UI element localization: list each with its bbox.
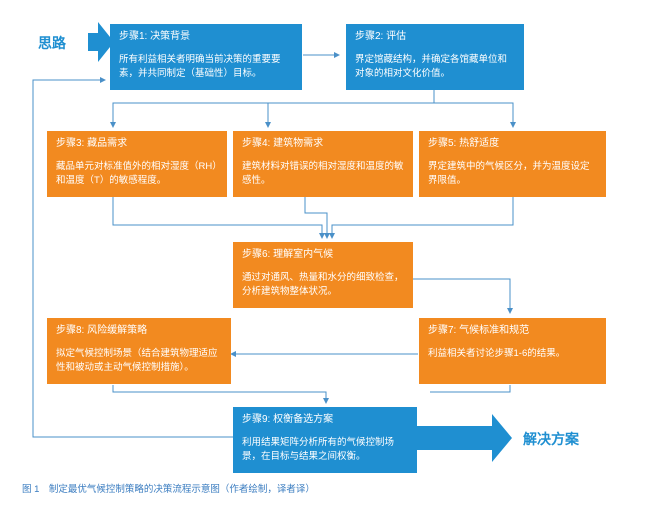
step-8-desc: 拟定气候控制场景（结合建筑物理适应性和被动或主动气候控制措施）。 <box>56 348 218 373</box>
arrow-2-4 <box>265 90 435 128</box>
figure-caption: 图 1 制定最优气候控制策略的决策流程示意图（作者绘制，译者译） <box>22 484 315 495</box>
step-2-box: 步骤2: 评估 界定馆藏结构，并确定各馆藏单位和对象的相对文化价值。 <box>346 24 524 90</box>
step-1-box: 步骤1: 决策背景 所有利益相关者明确当前决策的重要要素，并共同制定（基础性）目… <box>110 24 302 90</box>
step-7-desc: 利益相关者讨论步骤1-6的结果。 <box>428 348 566 359</box>
end-big-arrow <box>417 414 512 462</box>
arrow-5-6 <box>329 197 514 239</box>
step-9-box: 步骤9: 权衡备选方案 利用结果矩阵分析所有的气候控制场景，在目标与结果之间权衡… <box>233 407 417 473</box>
feedback-loop <box>430 385 511 393</box>
arrow-4-6 <box>304 197 330 239</box>
step-1-desc: 所有利益相关者明确当前决策的重要要素，并共同制定（基础性）目标。 <box>119 54 281 79</box>
end-label: 解决方案 <box>523 431 579 447</box>
step-4-box: 步骤4: 建筑物需求 建筑材料对错误的相对湿度和温度的敏感性。 <box>233 131 413 197</box>
step-6-box: 步骤6: 理解室内气候 通过对通风、热量和水分的细致检查，分析建筑物整体状况。 <box>233 242 413 308</box>
step-5-title: 步骤5: 热舒适度 <box>428 138 500 149</box>
step-9-title: 步骤9: 权衡备选方案 <box>242 414 334 425</box>
step-6-title: 步骤6: 理解室内气候 <box>242 249 334 260</box>
step-6-desc: 通过对通风、热量和水分的细致检查，分析建筑物整体状况。 <box>242 272 404 297</box>
arrow-3-6 <box>112 197 325 239</box>
step-8-title: 步骤8: 风险缓解策略 <box>56 325 148 336</box>
step-8-box: 步骤8: 风险缓解策略 拟定气候控制场景（结合建筑物理适应性和被动或主动气候控制… <box>47 318 231 384</box>
step-5-desc: 界定建筑中的气候区分，并为温度设定界限值。 <box>428 161 590 186</box>
step-2-desc: 界定馆藏结构，并确定各馆藏单位和对象的相对文化价值。 <box>355 54 508 79</box>
step-1-title: 步骤1: 决策背景 <box>119 31 191 42</box>
start-big-arrow <box>88 22 114 62</box>
step-3-box: 步骤3: 藏品需求 藏品单元对标准值外的相对湿度（RH）和温度（T）的敏感程度。 <box>47 131 227 197</box>
step-7-box: 步骤7: 气候标准和规范 利益相关者讨论步骤1-6的结果。 <box>419 318 606 384</box>
arrow-6-7 <box>413 278 513 314</box>
step-4-desc: 建筑材料对错误的相对湿度和温度的敏感性。 <box>242 161 404 186</box>
step-4-title: 步骤4: 建筑物需求 <box>242 138 324 149</box>
arrow-2-5 <box>433 90 516 128</box>
step-2-title: 步骤2: 评估 <box>355 31 407 42</box>
start-label: 思路 <box>38 35 66 51</box>
step-7-title: 步骤7: 气候标准和规范 <box>428 325 530 336</box>
step-3-title: 步骤3: 藏品需求 <box>56 138 128 149</box>
step-9-desc: 利用结果矩阵分析所有的气候控制场景，在目标与结果之间权衡。 <box>242 437 395 462</box>
return-loop <box>32 77 233 438</box>
step-5-box: 步骤5: 热舒适度 界定建筑中的气候区分，并为温度设定界限值。 <box>419 131 606 197</box>
step-3-desc: 藏品单元对标准值外的相对湿度（RH）和温度（T）的敏感程度。 <box>56 161 217 186</box>
arrow-8-9 <box>112 385 329 404</box>
arrow-2-3 <box>110 90 435 128</box>
